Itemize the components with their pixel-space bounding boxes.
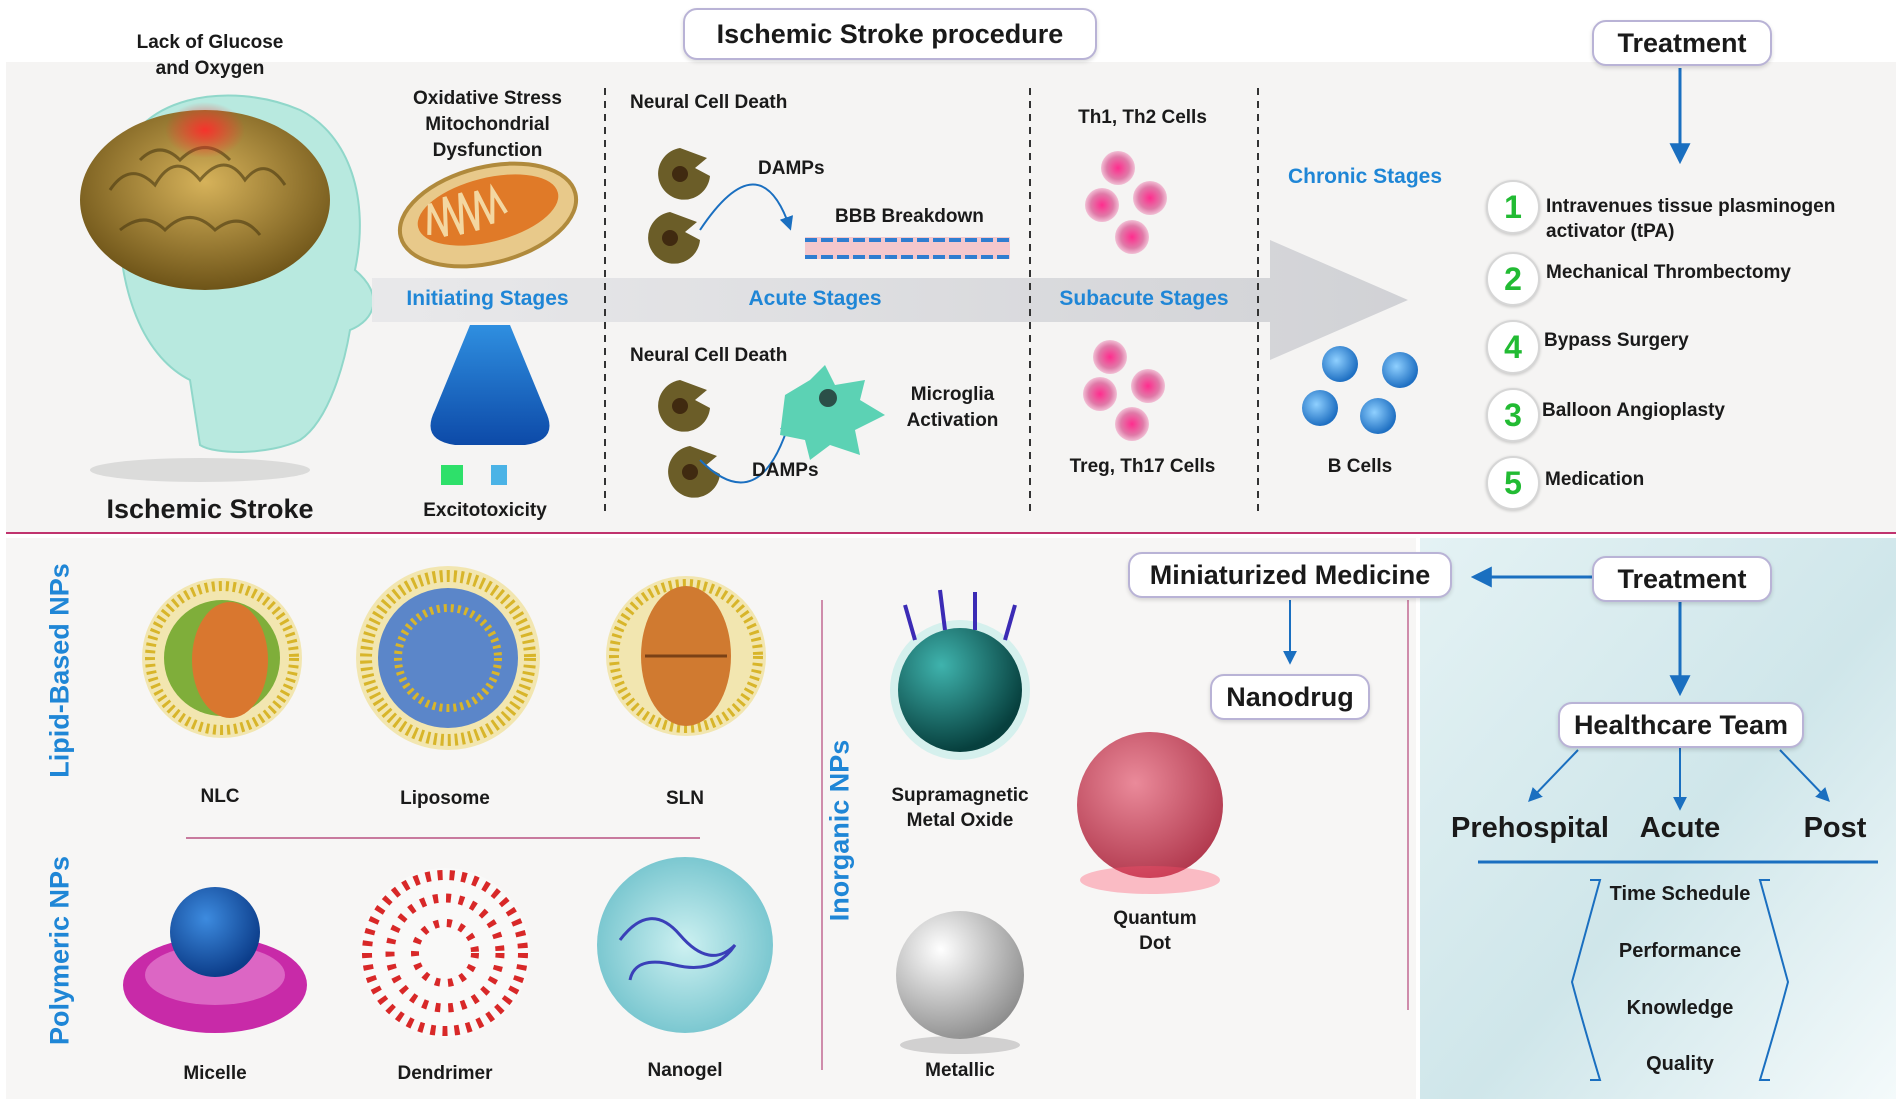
initiating-stages-label: Initiating Stages bbox=[406, 287, 569, 310]
treatment-item-2: Mechanical Thrombectomy bbox=[1546, 262, 1791, 283]
ischemic-stroke-label: Ischemic Stroke bbox=[106, 494, 314, 524]
treatment-item-1: Intravenues tissue plasminogen activator… bbox=[1546, 196, 1836, 242]
nanodrug-box: Nanodrug bbox=[1210, 674, 1370, 720]
treatment-number-1: 1 bbox=[1486, 180, 1540, 234]
subacute-stages-label: Subacute Stages bbox=[1059, 287, 1229, 310]
damps-arrow-bottom bbox=[699, 417, 794, 484]
metallic-label: Metallic bbox=[925, 1060, 995, 1081]
excitotoxicity-label: Excitotoxicity bbox=[423, 500, 547, 521]
microglia-label: Microglia Activation bbox=[906, 384, 999, 431]
channel-blue bbox=[491, 465, 507, 485]
neural-death-bottom-label: Neural Cell Death bbox=[630, 345, 788, 366]
oxidative-stress-label: Oxidative Stress Mitochondrial Dysfuncti… bbox=[413, 88, 562, 161]
th1-th2-label: Th1, Th2 Cells bbox=[1078, 107, 1207, 128]
phase-acute: Acute bbox=[1639, 812, 1721, 844]
dying-cell-3 bbox=[658, 380, 710, 432]
teal-panel-bg bbox=[1420, 538, 1896, 1099]
bbb-breakdown-label: BBB Breakdown bbox=[835, 206, 984, 227]
quantum-dot-label: Quantum Dot bbox=[1113, 908, 1197, 954]
nanogel-label: Nanogel bbox=[647, 1060, 723, 1081]
brace-item-knowledge: Knowledge bbox=[1626, 997, 1734, 1019]
treg-th17-label: Treg, Th17 Cells bbox=[1069, 456, 1216, 477]
sln-particle-icon bbox=[606, 576, 766, 736]
nlc-particle-icon bbox=[142, 578, 302, 738]
lipid-nps-title: Lipid-Based NPs bbox=[44, 563, 75, 778]
treatment-number-3: 4 bbox=[1486, 320, 1540, 374]
inorganic-nps-title: Inorganic NPs bbox=[824, 739, 855, 922]
treatment-top-title: Treatment bbox=[1592, 20, 1772, 66]
quantum-dot-particle-icon bbox=[1077, 732, 1223, 878]
channel-green bbox=[441, 465, 463, 485]
arrow-post bbox=[1779, 749, 1830, 803]
t-cells-bottom bbox=[1083, 340, 1165, 441]
surface-ligands bbox=[903, 589, 1017, 641]
dying-cell-2 bbox=[648, 212, 700, 264]
damps-top-label: DAMPs bbox=[758, 158, 825, 179]
cristae bbox=[427, 183, 508, 237]
neuron-terminal-icon bbox=[430, 325, 550, 445]
damps-bottom-label: DAMPs bbox=[752, 460, 819, 481]
miniaturized-medicine-box: Miniaturized Medicine bbox=[1128, 552, 1452, 598]
micelle-label: Micelle bbox=[183, 1063, 247, 1084]
procedure-title: Ischemic Stroke procedure bbox=[683, 8, 1097, 60]
quantum-dot-glow bbox=[1080, 866, 1220, 894]
lack-label: Lack of Glucose and Oxygen bbox=[136, 32, 284, 79]
arrow-prehospital bbox=[1528, 749, 1579, 803]
damps-arrow-top bbox=[699, 183, 794, 231]
brain bbox=[80, 110, 330, 290]
bbb-layer bbox=[805, 237, 1010, 259]
b-cells-label: B Cells bbox=[1327, 456, 1393, 477]
brace-right bbox=[1758, 879, 1790, 1081]
mitochondrion-inner bbox=[417, 174, 559, 246]
dying-cell-1 bbox=[658, 148, 710, 200]
metallic-particle-icon bbox=[896, 911, 1024, 1039]
supramagnetic-particle-icon bbox=[898, 628, 1022, 752]
supramagnetic-label: Supramagnetic Metal Oxide bbox=[891, 785, 1029, 831]
treatment-item-3: Bypass Surgery bbox=[1544, 330, 1689, 351]
nlc-label: NLC bbox=[200, 786, 240, 807]
nanogel-particle-icon bbox=[597, 857, 773, 1033]
micelle-particle-icon bbox=[123, 887, 307, 1033]
treatment-bottom-box: Treatment bbox=[1592, 556, 1772, 602]
treatment-item-4: Balloon Angioplasty bbox=[1542, 400, 1725, 421]
t-cells-top bbox=[1085, 151, 1167, 254]
brace-item-performance: Performance bbox=[1618, 940, 1742, 962]
treatment-item-5: Medication bbox=[1545, 469, 1645, 490]
neural-death-top-label: Neural Cell Death bbox=[630, 92, 788, 113]
liposome-particle-icon bbox=[356, 566, 540, 750]
metallic-shadow bbox=[900, 1036, 1020, 1054]
brace-left bbox=[1570, 879, 1602, 1081]
phase-prehospital: Prehospital bbox=[1451, 812, 1609, 844]
dying-cell-4 bbox=[668, 446, 720, 498]
phase-post: Post bbox=[1803, 812, 1867, 844]
dendrimer-particle-icon bbox=[360, 868, 530, 1038]
ischemia-spot bbox=[165, 102, 245, 158]
treatment-number-4: 3 bbox=[1486, 388, 1540, 442]
brace-item-time: Time Schedule bbox=[1609, 883, 1751, 905]
stage-progress-arrow bbox=[372, 240, 1408, 360]
dendrimer-label: Dendrimer bbox=[397, 1063, 493, 1084]
brace-item-quality: Quality bbox=[1646, 1053, 1714, 1075]
liposome-label: Liposome bbox=[400, 788, 490, 809]
polymeric-nps-title: Polymeric NPs bbox=[44, 855, 75, 1046]
chronic-stages-label: Chronic Stages bbox=[1287, 165, 1443, 188]
treatment-number-2: 2 bbox=[1486, 252, 1540, 306]
microglia-cell-icon bbox=[780, 365, 885, 460]
sln-label: SLN bbox=[666, 788, 704, 809]
b-cells bbox=[1302, 346, 1418, 434]
healthcare-team-box: Healthcare Team bbox=[1558, 702, 1804, 748]
head-shadow bbox=[90, 458, 310, 482]
microglia-nucleus bbox=[819, 389, 837, 407]
acute-stages-label: Acute Stages bbox=[748, 287, 882, 310]
treatment-number-5: 5 bbox=[1486, 456, 1540, 510]
